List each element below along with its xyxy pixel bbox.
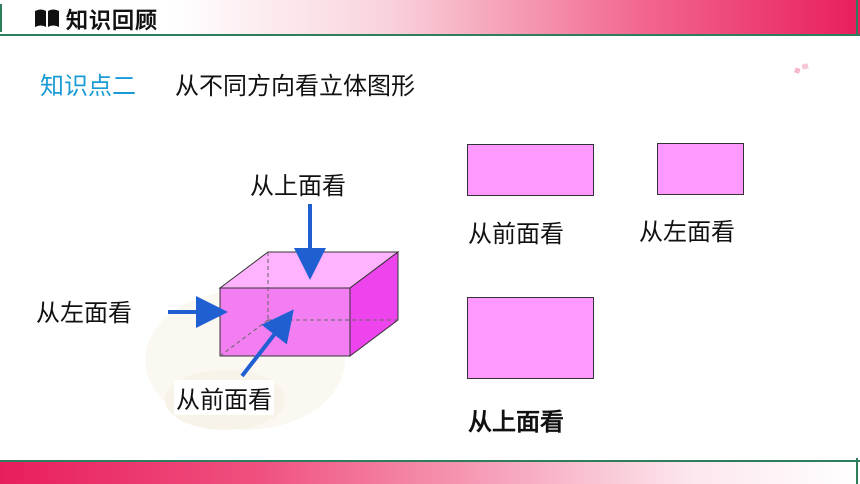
left-view-label: 从左面看 [639,218,735,246]
left-view-rectangle [657,143,744,195]
front-view-rectangle [467,144,594,196]
cuboid-figure [168,204,400,378]
footer-right-rule [856,458,858,484]
label-view-from-front: 从前面看 [174,380,274,415]
book-icon [35,9,59,27]
section-title: 知识点二 [40,72,136,100]
label-view-from-top: 从上面看 [248,166,348,201]
arrow-from-front [240,309,294,378]
decorative-sparkle-icon [794,63,809,74]
section-subtitle: 从不同方向看立体图形 [175,72,415,100]
header-left-rule [0,4,2,32]
top-view-rectangle [467,297,594,379]
footer-bar [0,460,860,484]
front-view-label: 从前面看 [468,220,564,248]
header-title: 知识回顾 [66,9,159,34]
header-bar [0,0,860,34]
cuboid-front-face [219,287,351,357]
header-rule [0,34,860,36]
label-view-from-left: 从左面看 [34,293,134,328]
header-right-rule [856,0,858,36]
footer-rule [0,460,860,462]
top-view-label: 从上面看 [468,408,564,436]
